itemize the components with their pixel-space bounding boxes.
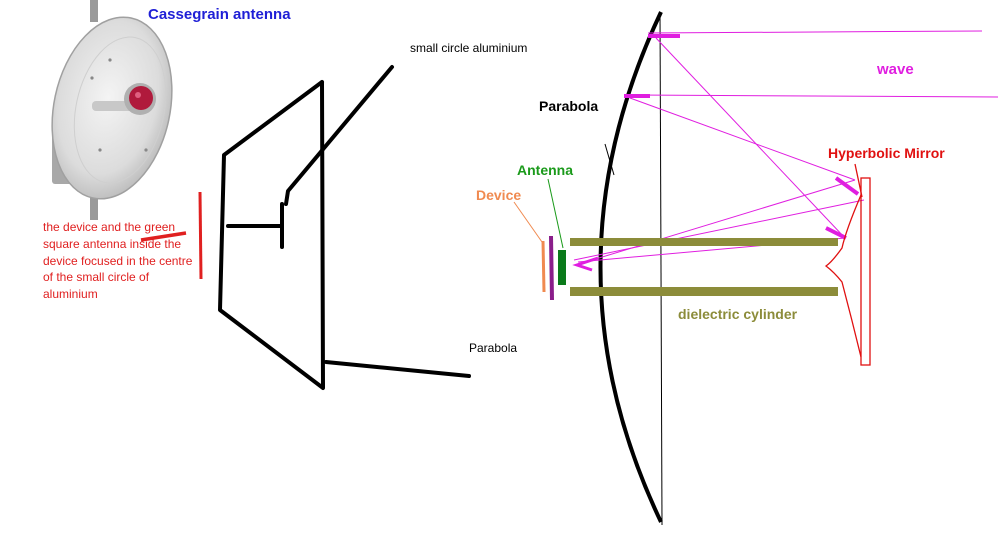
diagram-title: Cassegrain antenna <box>148 6 291 23</box>
label-parabola-sketch: Parabola <box>469 341 517 355</box>
parabola-sketch <box>220 67 469 388</box>
main-parabola <box>601 12 663 525</box>
label-parabola-main: Parabola <box>539 98 598 114</box>
label-wave: wave <box>877 61 914 78</box>
label-dielectric-cylinder: dielectric cylinder <box>678 306 797 322</box>
label-hyperbolic-mirror: Hyperbolic Mirror <box>828 145 945 161</box>
label-antenna: Antenna <box>517 162 573 178</box>
hyperbolic-mirror <box>826 164 870 365</box>
label-small-circle-aluminium: small circle aluminium <box>410 41 527 55</box>
label-device: Device <box>476 187 521 203</box>
device-note: the device and the green square antenna … <box>43 219 203 303</box>
device-and-antenna <box>514 179 566 300</box>
dish-antenna-photo <box>36 0 188 220</box>
dielectric-cylinder <box>570 238 838 296</box>
